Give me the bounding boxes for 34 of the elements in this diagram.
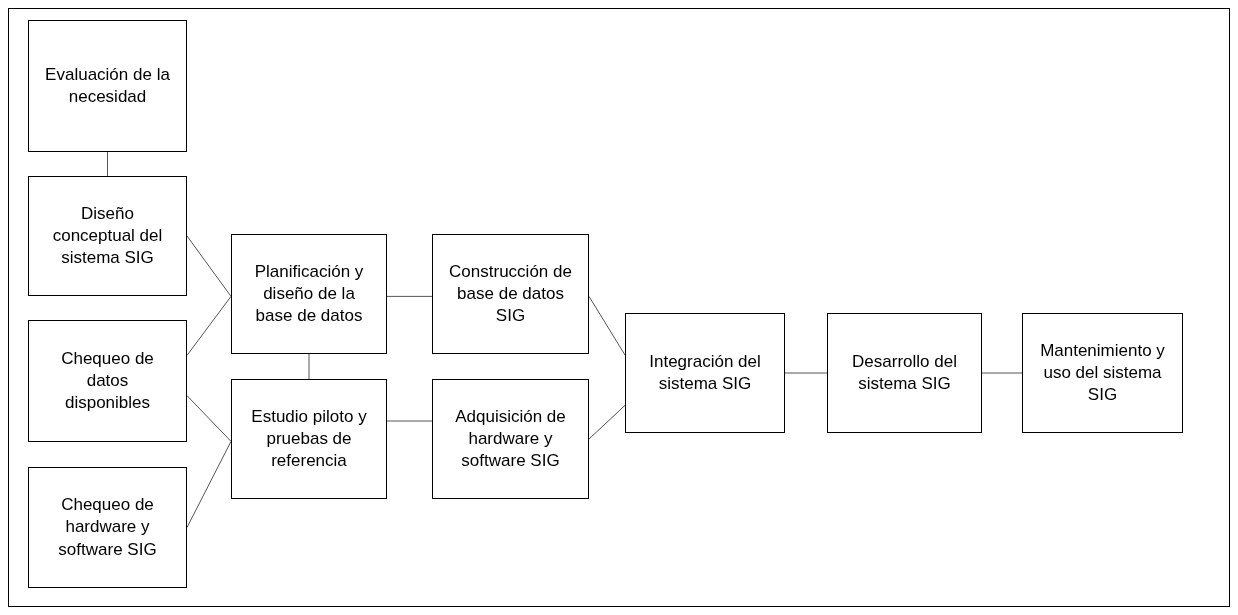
process-box <box>625 313 785 433</box>
box-label: Integración del sistema SIG <box>648 350 762 395</box>
connector-line <box>186 395 232 442</box>
process-box <box>432 234 589 354</box>
connector-line <box>107 151 108 177</box>
process-box <box>231 379 387 499</box>
connector-line <box>981 372 1023 374</box>
box-label: Planificación y diseño de la base de datos <box>253 260 365 328</box>
connector-line <box>588 295 626 356</box>
box-label: Adquisición de hardware y software SIG <box>454 405 567 473</box>
box-label: Estudio piloto y pruebas de referencia <box>250 405 368 473</box>
process-box <box>28 176 187 296</box>
box-label: Chequeo de datos disponibles <box>60 347 155 415</box>
connector-line <box>308 353 310 380</box>
connector-line <box>588 404 626 440</box>
connector-line <box>186 235 232 297</box>
process-box <box>28 467 187 588</box>
connector-line <box>386 420 433 422</box>
connector-line <box>186 440 232 528</box>
box-label: Desarrollo del sistema SIG <box>851 350 958 395</box>
box-label: Evaluación de la necesidad <box>44 63 171 108</box>
connector-line <box>186 295 232 356</box>
box-label: Chequeo de hardware y software SIG <box>57 494 158 561</box>
process-box <box>1022 313 1183 433</box>
process-box <box>432 379 589 499</box>
process-box <box>231 234 387 354</box>
process-box <box>827 313 982 433</box>
connector-line <box>784 372 828 374</box>
process-box <box>28 20 187 152</box>
box-label: Diseño conceptual del sistema SIG <box>51 202 164 270</box>
connector-line <box>386 295 433 297</box>
box-label: Construcción de base de datos SIG <box>448 260 573 328</box>
box-label: Mantenimiento y uso del sistema SIG <box>1039 339 1166 407</box>
process-box <box>28 320 187 442</box>
